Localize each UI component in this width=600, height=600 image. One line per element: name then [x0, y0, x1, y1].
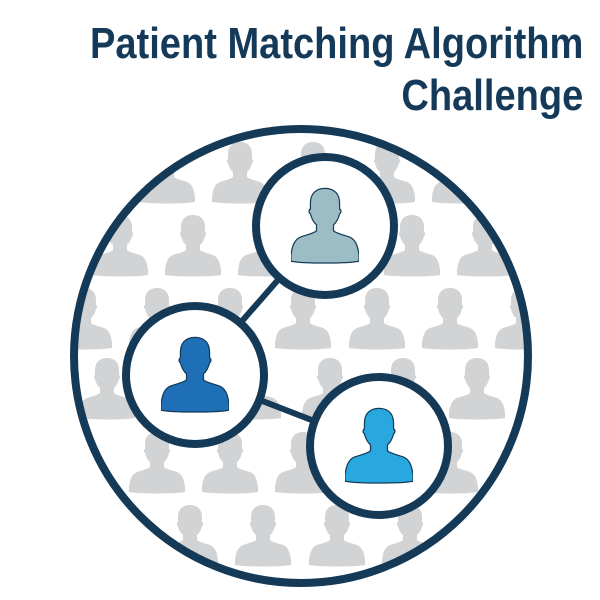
- connection-line-top-left: [238, 276, 282, 325]
- matched-patient-right: [306, 373, 452, 519]
- matched-patient-top: [252, 153, 398, 299]
- crowd-person-icon: [422, 288, 478, 350]
- matched-patient-left: [122, 302, 268, 448]
- crowd-person-icon: [349, 288, 405, 350]
- matched-patients: [122, 153, 452, 519]
- title-line-2: Challenge: [401, 71, 583, 120]
- connection-line-left-right: [258, 397, 316, 424]
- title-line-1: Patient Matching Algorithm: [89, 19, 583, 68]
- match-connections: [238, 276, 316, 424]
- crowd-person-icon: [165, 215, 221, 277]
- population-circle: [70, 125, 532, 587]
- crowd-person-icon: [235, 505, 291, 567]
- crowd-person-icon: [449, 358, 505, 420]
